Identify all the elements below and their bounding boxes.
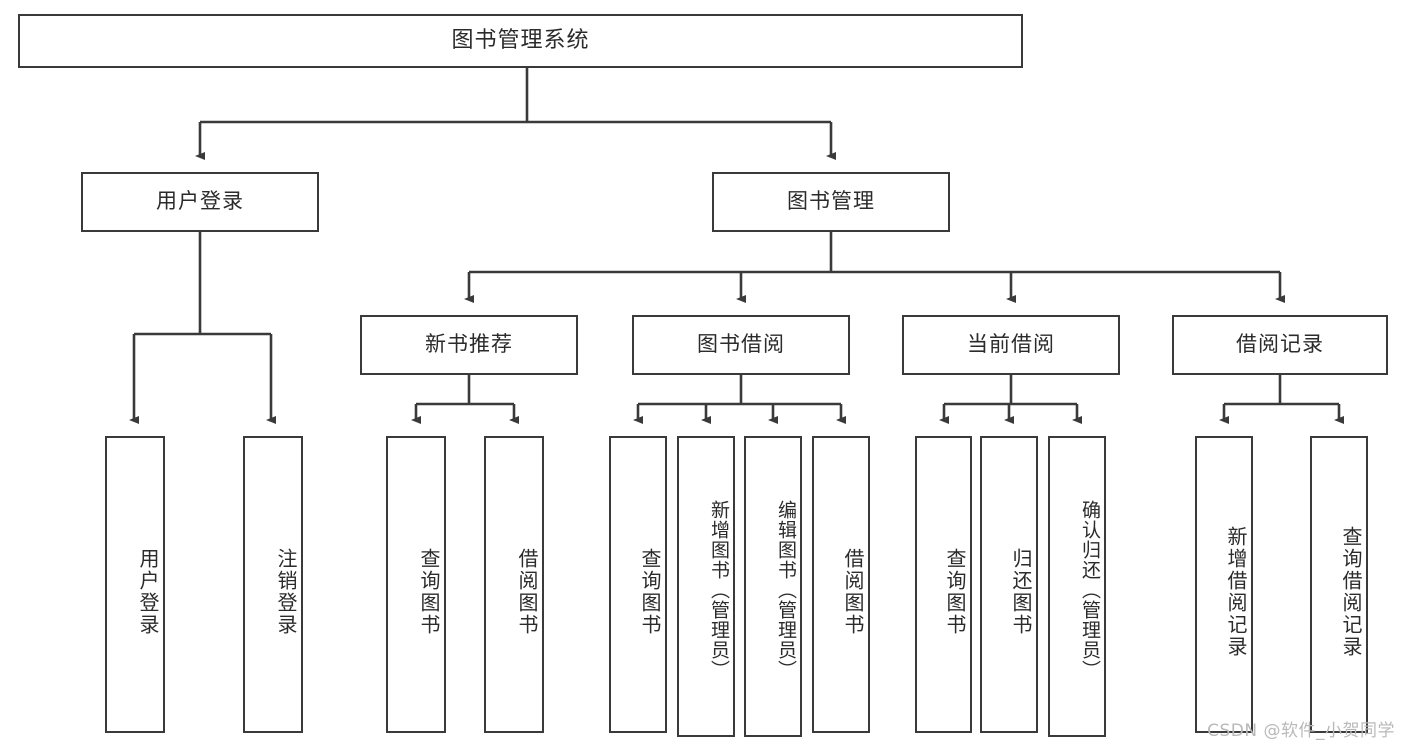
leaf-add-borrow-record[interactable]: 新增借阅记录 [1195,436,1253,733]
leaf-query-borrow-record[interactable]: 查询借阅记录 [1310,436,1368,733]
leaf-confirm-return-admin[interactable]: 确认归还（管理员） [1048,436,1106,737]
node-current-borrow[interactable]: 当前借阅 [902,315,1120,375]
leaf-user-login[interactable]: 用户登录 [105,436,165,733]
leaf-edit-book-admin[interactable]: 编辑图书（管理员） [744,436,802,737]
leaf-add-book-admin[interactable]: 新增图书（管理员） [677,436,735,737]
leaf-query-book-recommend[interactable]: 查询图书 [386,436,446,733]
watermark: CSDN @软件_小贺同学 [1207,721,1395,741]
node-new-book-recommend[interactable]: 新书推荐 [360,315,578,375]
leaf-return-book[interactable]: 归还图书 [980,436,1038,733]
leaf-borrow-book-recommend[interactable]: 借阅图书 [484,436,544,733]
node-book-borrow[interactable]: 图书借阅 [632,315,850,375]
leaf-query-book-borrow[interactable]: 查询图书 [609,436,667,733]
leaf-borrow-book[interactable]: 借阅图书 [812,436,870,733]
leaf-logout[interactable]: 注销登录 [243,436,303,733]
leaf-query-book-current[interactable]: 查询图书 [915,436,972,733]
node-borrow-record[interactable]: 借阅记录 [1172,315,1388,375]
node-book-management[interactable]: 图书管理 [712,172,950,232]
node-user-login[interactable]: 用户登录 [81,172,319,232]
node-root[interactable]: 图书管理系统 [18,14,1023,68]
